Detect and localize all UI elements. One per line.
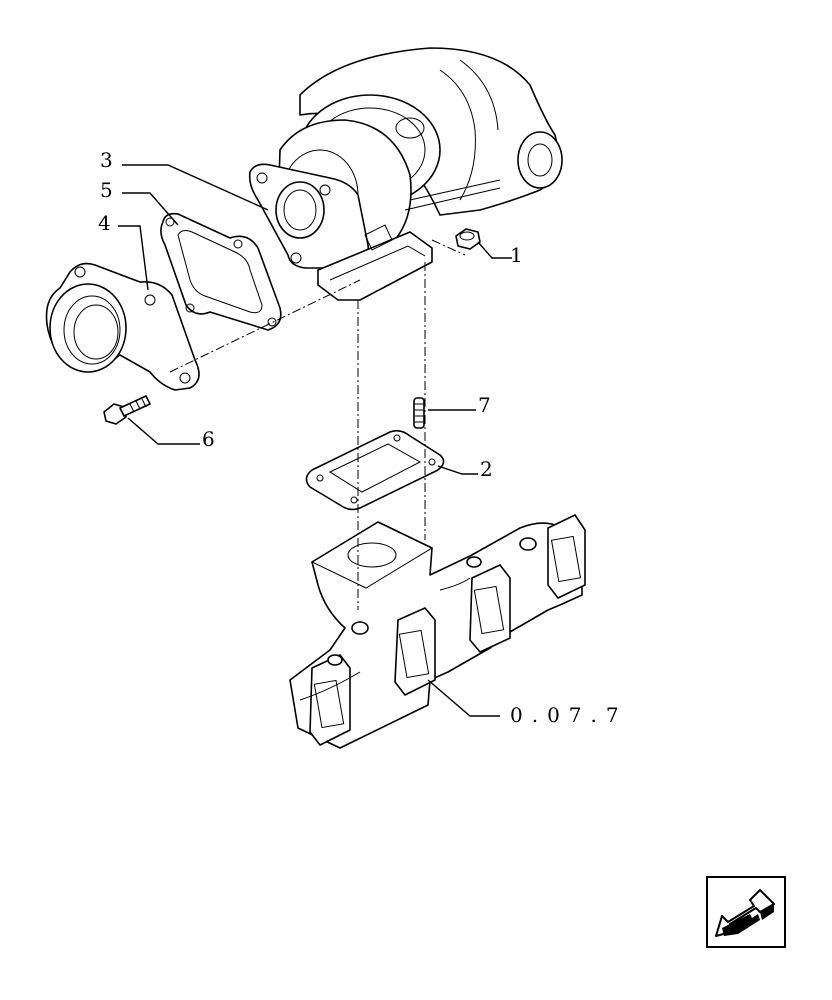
back-arrow-icon (715, 889, 775, 937)
exhaust-manifold (289, 514, 586, 749)
part-1-nut (455, 228, 481, 250)
callout-1: 1 (510, 243, 523, 267)
leader-lines (118, 164, 512, 717)
callout-6: 6 (202, 427, 215, 451)
callout-3: 3 (100, 148, 113, 172)
callout-7: 7 (478, 393, 491, 417)
part-5-gasket (160, 212, 282, 331)
callout-2: 2 (480, 457, 493, 481)
reference-label: 0.07.7 (510, 703, 628, 727)
part-2-gasket (305, 429, 445, 511)
callout-4: 4 (98, 211, 111, 235)
part-7-stud (413, 397, 425, 429)
part-4-elbow (45, 262, 200, 391)
assembly-lines (169, 239, 466, 610)
back-navigation-button[interactable] (706, 876, 786, 948)
callout-5: 5 (100, 178, 113, 202)
part-6-bolt (103, 395, 151, 425)
turbocharger (248, 47, 563, 301)
